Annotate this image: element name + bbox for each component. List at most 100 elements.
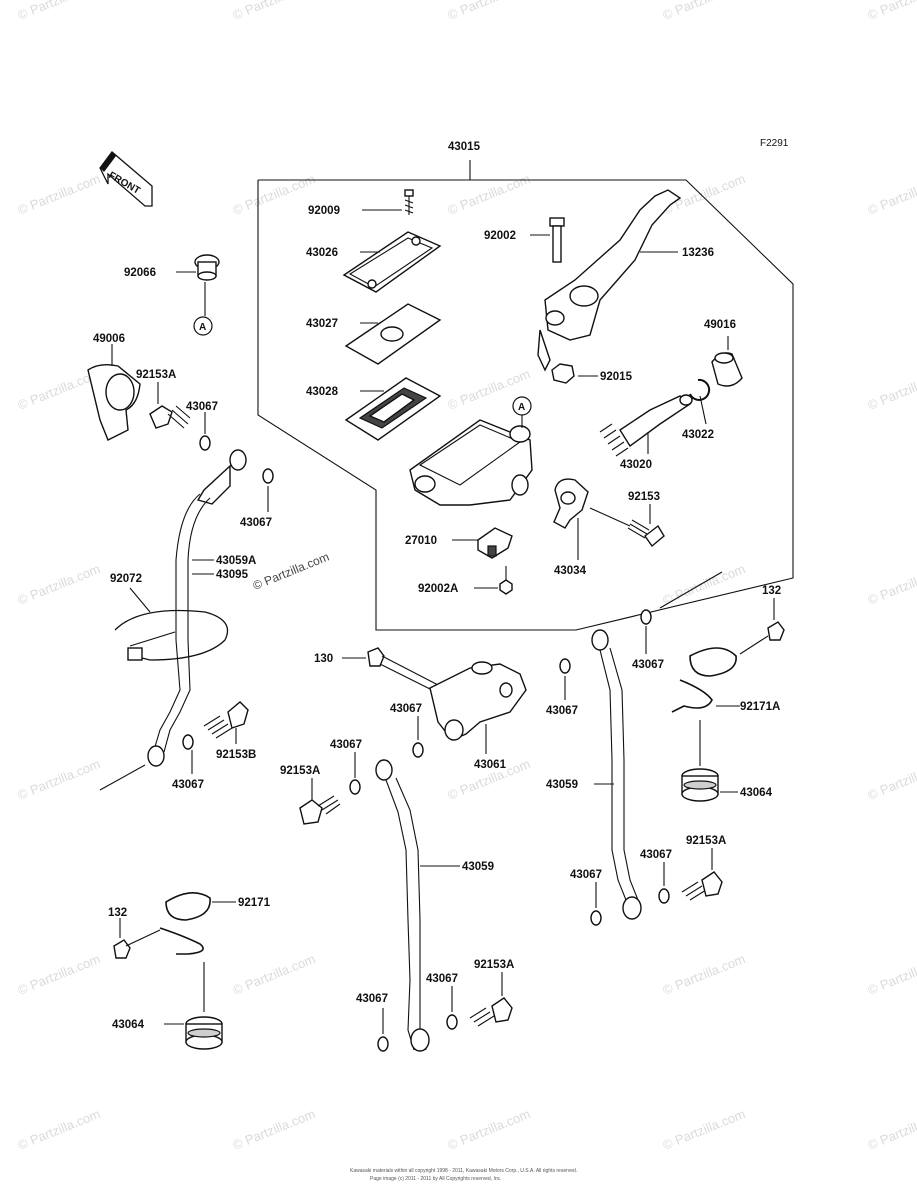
- watermark: © Partzilla.com: [661, 1106, 748, 1153]
- grommet-43064: [185, 1016, 223, 1050]
- watermark: © Partzilla.com: [866, 366, 917, 413]
- part-label: 92171A: [740, 701, 780, 713]
- washer-43067: [199, 435, 211, 451]
- bolt-132: [113, 929, 161, 959]
- watermark: © Partzilla.com: [231, 1106, 318, 1153]
- part-label: 43067: [632, 659, 664, 671]
- watermark: © Partzilla.com: [446, 171, 533, 218]
- part-label: 49006: [93, 333, 125, 345]
- front-arrow-icon: FRONT: [99, 151, 153, 207]
- washer-43067: [640, 609, 652, 625]
- part-label: 92153A: [280, 765, 320, 777]
- bolt-92153: [627, 519, 665, 548]
- part-label: 43059: [462, 861, 494, 873]
- circlip-43022: [689, 378, 711, 401]
- assembly-outline: [257, 179, 794, 631]
- watermark: © Partzilla.com: [866, 951, 917, 998]
- washer-43067: [182, 734, 194, 750]
- part-label: 92009: [308, 205, 340, 217]
- washer-43067: [377, 1036, 389, 1052]
- part-label: 27010: [405, 535, 437, 547]
- washer-43067: [446, 1014, 458, 1030]
- pivot-bolt-92002: [549, 217, 565, 263]
- part-label: 92002: [484, 230, 516, 242]
- part-label: 43059: [546, 779, 578, 791]
- bolt-132: [739, 621, 785, 655]
- part-label: 43061: [474, 759, 507, 771]
- part-label: 43067: [172, 779, 204, 791]
- brake-lever-13236: [537, 189, 682, 372]
- watermark: © Partzilla.com: [16, 951, 103, 998]
- nut-92015: [551, 363, 575, 384]
- screw-92009: [404, 189, 414, 215]
- diaphragm-plate-43027: [344, 303, 442, 365]
- part-label: 92153B: [216, 749, 256, 761]
- svg-text:A: A: [518, 402, 525, 413]
- part-label: 43067: [330, 739, 362, 751]
- washer-43067: [590, 910, 602, 926]
- banjo-bolt-92153A: [299, 795, 341, 825]
- brake-switch-27010: [477, 527, 513, 559]
- part-label: 43015: [448, 141, 481, 153]
- part-label: 43067: [186, 401, 218, 413]
- part-label: 132: [108, 907, 127, 919]
- part-labels: 43015 92009 43026 43027 43028 92002 1323…: [93, 141, 781, 1031]
- diagram-code: F2291: [760, 138, 789, 149]
- banjo-bolt-92153A: [149, 405, 191, 429]
- banjo-bolt-92153A: [681, 871, 723, 901]
- part-label: 92066: [124, 267, 156, 279]
- svg-text:A: A: [199, 322, 206, 333]
- watermark-layer: © Partzilla.com © Partzilla.com © Partzi…: [16, 0, 917, 1153]
- part-label: 92015: [600, 371, 633, 383]
- watermark: © Partzilla.com: [231, 171, 318, 218]
- callout-a: A: [193, 316, 213, 336]
- watermark: © Partzilla.com: [16, 171, 103, 218]
- part-label: 43067: [426, 973, 458, 985]
- part-label: 43064: [740, 787, 773, 799]
- part-label: 43067: [356, 993, 388, 1005]
- part-label: 92153: [628, 491, 660, 503]
- watermark: © Partzilla.com: [866, 561, 917, 608]
- callout-a: A: [512, 396, 532, 428]
- watermark: © Partzilla.com: [16, 561, 103, 608]
- clamp-43034: [553, 478, 589, 529]
- watermark: © Partzilla.com: [446, 1106, 533, 1153]
- washer-43067: [559, 658, 571, 674]
- washer-43067: [412, 742, 424, 758]
- part-label: 43067: [546, 705, 578, 717]
- boot-49006: [87, 363, 141, 441]
- part-label: 130: [314, 653, 333, 665]
- brake-hose-43059A: [147, 449, 247, 767]
- watermark: © Partzilla.com: [866, 756, 917, 803]
- part-label: 43067: [390, 703, 422, 715]
- washer-43067: [262, 468, 274, 484]
- part-label: 92153A: [136, 369, 176, 381]
- watermark: © Partzilla.com: [661, 951, 748, 998]
- clip-92171A: [671, 647, 737, 713]
- part-label: 43067: [570, 869, 602, 881]
- grommet-43064: [681, 768, 719, 802]
- part-label: 43022: [682, 429, 714, 441]
- part-label: 92072: [110, 573, 142, 585]
- part-label: 43059A: [216, 555, 256, 567]
- watermark: © Partzilla.com: [866, 171, 917, 218]
- reservoir-cap-43026: [342, 231, 442, 293]
- screw-92002A: [499, 566, 513, 595]
- master-cylinder-43061: [429, 661, 527, 741]
- part-label: 43067: [240, 517, 272, 529]
- watermark: © Partzilla.com: [661, 0, 748, 23]
- washer-43067: [349, 779, 361, 795]
- part-label: 43026: [306, 247, 338, 259]
- part-label: 92153A: [474, 959, 514, 971]
- brake-hose-43059: [591, 629, 642, 920]
- part-label: 43067: [640, 849, 672, 861]
- watermark: © Partzilla.com: [866, 0, 917, 23]
- master-cylinder-body: [409, 419, 533, 506]
- clamp-band-92072: [114, 609, 229, 661]
- diaphragm-43028: [344, 377, 442, 441]
- watermark: © Partzilla.com: [446, 0, 533, 23]
- part-label: 132: [762, 585, 781, 597]
- bolt-130: [367, 647, 441, 693]
- part-label: 43095: [216, 569, 249, 581]
